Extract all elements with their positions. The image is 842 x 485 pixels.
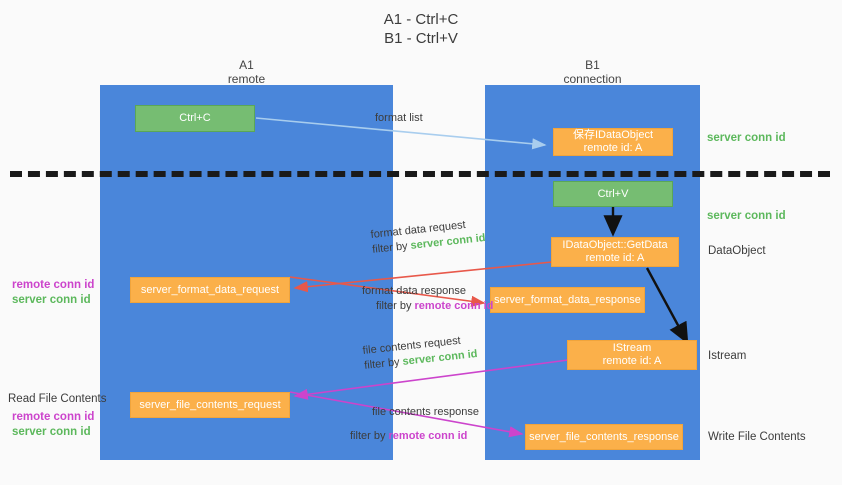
lane-a1-role: remote bbox=[227, 72, 266, 86]
node-getdata-sub: remote id: A bbox=[585, 252, 645, 264]
node-server-file-contents-response[interactable]: server_file_contents_response bbox=[525, 424, 683, 450]
lane-header-a1: A1 remote bbox=[100, 58, 393, 86]
edge-format-data-response-filter: filter by remote conn id bbox=[376, 299, 493, 314]
edge-label-format-data-response: format data response filter by remote co… bbox=[362, 284, 493, 314]
left-label-remote-conn-id: remote conn id bbox=[12, 411, 95, 423]
lane-a1-name: A1 bbox=[239, 58, 254, 72]
node-ctrl-v[interactable]: Ctrl+V bbox=[553, 181, 673, 207]
node-server-format-data-response-label: server_format_data_response bbox=[494, 293, 641, 306]
left-label-group-file: remote conn id server conn id bbox=[12, 410, 94, 440]
page-title: A1 - Ctrl+C B1 - Ctrl+V bbox=[0, 10, 842, 48]
node-server-file-contents-request-label: server_file_contents_request bbox=[139, 398, 281, 411]
left-label-server-conn-id: server conn id bbox=[12, 294, 91, 306]
right-label-server-conn-id-top: server conn id bbox=[707, 132, 786, 144]
edge-format-list-caption: format list bbox=[375, 112, 423, 124]
lane-b1-role: connection bbox=[563, 72, 622, 86]
right-label-write-file-contents: Write File Contents bbox=[708, 431, 806, 443]
title-line-1: A1 - Ctrl+C bbox=[383, 11, 459, 28]
filter-prefix: filter by bbox=[371, 240, 409, 256]
lane-b1-name: B1 bbox=[585, 58, 600, 72]
node-server-format-data-request-label: server_format_data_request bbox=[140, 283, 280, 296]
filter-value-remote-conn-id: remote conn id bbox=[388, 430, 468, 442]
right-label-istream: Istream bbox=[708, 350, 747, 362]
filter-prefix: filter by bbox=[376, 300, 412, 312]
phase-divider bbox=[10, 171, 830, 177]
edge-file-contents-response-caption: file contents response bbox=[372, 406, 480, 418]
edge-label-format-list: format list bbox=[375, 111, 423, 126]
edge-format-data-response-caption: format data response bbox=[362, 285, 466, 297]
node-save-idataobject-label: 保存IDataObject bbox=[572, 129, 654, 141]
node-ctrl-c-label: Ctrl+C bbox=[179, 112, 211, 124]
lane-header-b1: B1 connection bbox=[485, 58, 700, 86]
node-istream-label: IStream bbox=[612, 342, 652, 354]
node-istream-sub: remote id: A bbox=[602, 355, 662, 367]
filter-prefix: filter by bbox=[363, 356, 401, 372]
left-label-server-conn-id: server conn id bbox=[12, 426, 91, 438]
node-ctrl-v-label: Ctrl+V bbox=[597, 187, 629, 200]
node-getdata[interactable]: IDataObject::GetData remote id: A bbox=[551, 237, 679, 267]
node-istream[interactable]: IStream remote id: A bbox=[567, 340, 697, 370]
right-label-server-conn-id-mid: server conn id bbox=[707, 210, 786, 222]
node-save-idataobject[interactable]: 保存IDataObject remote id: A bbox=[553, 128, 673, 156]
title-line-2: B1 - Ctrl+V bbox=[384, 30, 458, 47]
node-ctrl-c[interactable]: Ctrl+C bbox=[135, 105, 255, 132]
node-server-format-data-request[interactable]: server_format_data_request bbox=[130, 277, 290, 303]
left-label-read-file-contents: Read File Contents bbox=[8, 393, 107, 405]
node-server-file-contents-request[interactable]: server_file_contents_request bbox=[130, 392, 290, 418]
edge-label-file-contents-response: file contents response filter by remote … bbox=[350, 405, 480, 444]
node-server-file-contents-response-label: server_file_contents_response bbox=[529, 430, 679, 443]
left-label-remote-conn-id: remote conn id bbox=[12, 279, 95, 291]
edge-file-contents-response-filter: filter by remote conn id bbox=[350, 429, 479, 444]
right-label-dataobject: DataObject bbox=[708, 245, 766, 257]
filter-value-remote-conn-id: remote conn id bbox=[414, 300, 494, 312]
node-server-format-data-response[interactable]: server_format_data_response bbox=[490, 287, 645, 313]
left-label-group-format: remote conn id server conn id bbox=[12, 278, 94, 308]
filter-prefix: filter by bbox=[350, 430, 386, 442]
node-getdata-label: IDataObject::GetData bbox=[562, 239, 668, 251]
node-save-idataobject-sub: remote id: A bbox=[583, 142, 643, 154]
